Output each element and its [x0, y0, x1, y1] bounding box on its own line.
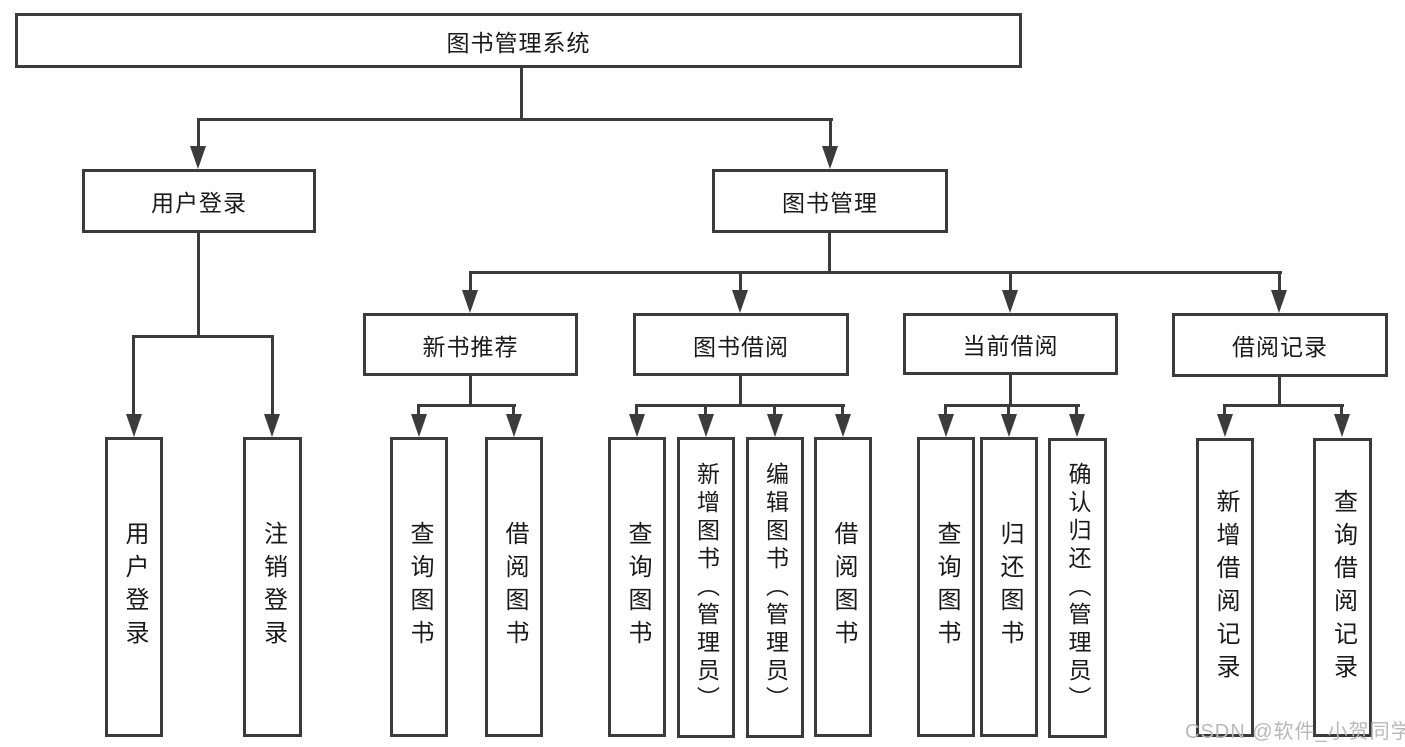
- leaf-borrow-book-recommend: 借阅图书: [485, 437, 543, 737]
- connector-drop: [271, 338, 274, 416]
- leaf-borrow-book: 借阅图书: [814, 437, 872, 737]
- leaf-add-borrow-record: 新增借阅记录: [1196, 438, 1254, 737]
- connector-drop: [512, 407, 515, 416]
- connector-drop-user-login: [197, 121, 200, 148]
- arrowhead-down-icon: [506, 414, 522, 437]
- connector-stub: [828, 233, 831, 273]
- arrowhead-down-icon: [126, 414, 142, 437]
- leaf-edit-book-admin: 编辑图书（管理员）: [746, 437, 804, 738]
- connector-drop: [132, 338, 135, 416]
- node-root-library-management-system: 图书管理系统: [15, 13, 1022, 68]
- connector-drop: [1007, 407, 1010, 416]
- connector-drop: [469, 274, 472, 293]
- node-borrow-record: 借阅记录: [1172, 313, 1388, 377]
- arrowhead-down-icon: [698, 414, 714, 437]
- connector-drop: [1009, 274, 1012, 293]
- leaf-label: 查询借阅记录: [1329, 488, 1357, 687]
- node-label: 用户登录: [151, 190, 247, 216]
- leaf-label: 借阅图书: [501, 521, 528, 653]
- connector-stub: [197, 233, 200, 337]
- connector-bar: [132, 335, 274, 338]
- leaf-confirm-return-admin: 确认归还（管理员）: [1048, 438, 1107, 738]
- arrowhead-down-icon: [462, 290, 478, 313]
- arrowhead-down-icon: [411, 414, 427, 437]
- leaf-return-book: 归还图书: [980, 437, 1038, 737]
- arrowhead-down-icon: [822, 146, 838, 169]
- node-label: 借阅记录: [1232, 334, 1328, 360]
- node-new-book-recommend: 新书推荐: [363, 313, 578, 376]
- connector-drop: [944, 407, 947, 416]
- arrowhead-down-icon: [835, 414, 851, 437]
- node-book-management: 图书管理: [712, 169, 948, 233]
- leaf-label: 借阅图书: [830, 521, 857, 653]
- node-current-borrow: 当前借阅: [903, 313, 1118, 375]
- arrowhead-down-icon: [264, 414, 280, 437]
- connector-root-bar: [197, 118, 833, 121]
- connector-bar: [469, 271, 1282, 274]
- connector-drop: [1278, 274, 1281, 293]
- connector-stub: [469, 376, 472, 406]
- node-label: 当前借阅: [962, 333, 1059, 359]
- node-user-login: 用户登录: [82, 169, 316, 233]
- leaf-label: 归还图书: [996, 521, 1023, 653]
- connector-drop: [704, 407, 707, 416]
- connector-bar: [1223, 404, 1344, 407]
- leaf-label: 查询图书: [406, 521, 433, 653]
- arrowhead-down-icon: [1271, 290, 1287, 313]
- leaf-label: 编辑图书（管理员）: [762, 461, 789, 714]
- connector-drop: [635, 407, 638, 416]
- leaf-query-borrow-record: 查询借阅记录: [1313, 438, 1372, 737]
- leaf-label: 注销登录: [259, 521, 287, 653]
- leaf-label: 用户登录: [121, 521, 148, 653]
- connector-drop: [739, 274, 742, 293]
- leaf-user-login: 用户登录: [105, 437, 163, 737]
- node-label: 图书管理系统: [446, 29, 591, 56]
- leaf-query-book-recommend: 查询图书: [390, 437, 448, 737]
- arrowhead-down-icon: [938, 414, 954, 437]
- node-book-borrow: 图书借阅: [633, 313, 849, 376]
- node-label: 新书推荐: [422, 333, 519, 360]
- connector-drop: [417, 407, 420, 416]
- connector-bar: [635, 404, 845, 407]
- leaf-query-book-current: 查询图书: [917, 437, 975, 737]
- connector-drop: [1223, 407, 1226, 416]
- connector-drop: [1340, 407, 1343, 416]
- connector-drop: [1075, 407, 1078, 416]
- connector-drop: [841, 407, 844, 416]
- connector-drop: [773, 407, 776, 416]
- leaf-label: 新增图书（管理员）: [693, 461, 720, 714]
- connector-bar: [944, 404, 1080, 407]
- arrowhead-down-icon: [767, 414, 783, 437]
- leaf-label: 查询图书: [933, 521, 960, 653]
- leaf-label: 新增借阅记录: [1212, 488, 1239, 687]
- leaf-label: 确认归还（管理员）: [1065, 462, 1091, 714]
- arrowhead-down-icon: [1001, 414, 1017, 437]
- arrowhead-down-icon: [1334, 414, 1350, 437]
- arrowhead-down-icon: [732, 290, 748, 313]
- leaf-label: 查询图书: [624, 521, 651, 653]
- node-label: 图书管理: [782, 190, 878, 216]
- arrowhead-down-icon: [1002, 290, 1018, 313]
- connector-stub: [1009, 375, 1012, 406]
- arrowhead-down-icon: [1069, 414, 1085, 437]
- connector-stub: [739, 376, 742, 406]
- connector-drop-book-management: [829, 121, 832, 148]
- arrowhead-down-icon: [190, 146, 206, 169]
- connector-stub: [1278, 377, 1281, 406]
- connector-root-stub: [520, 68, 523, 121]
- arrowhead-down-icon: [629, 414, 645, 437]
- leaf-query-book-borrowsec: 查询图书: [608, 437, 666, 737]
- leaf-logout: 注销登录: [243, 437, 302, 737]
- leaf-add-book-admin: 新增图书（管理员）: [677, 437, 735, 738]
- connector-bar: [417, 404, 516, 407]
- csdn-watermark: CSDN @软件_小贺同学: [1185, 721, 1405, 743]
- node-label: 图书借阅: [693, 333, 789, 360]
- arrowhead-down-icon: [1217, 414, 1233, 437]
